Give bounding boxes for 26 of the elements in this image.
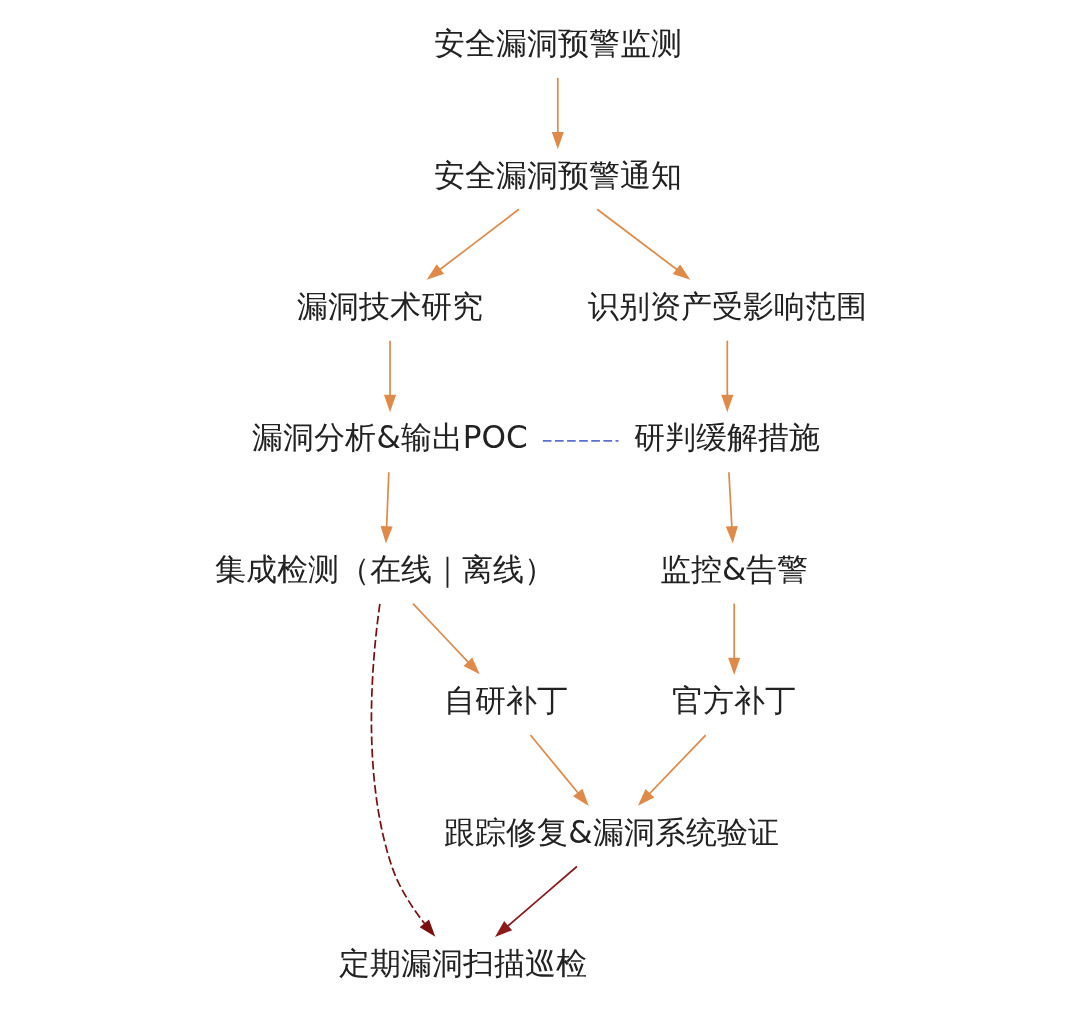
connector	[541, 439, 619, 442]
node-text: 定期漏洞扫描巡检	[338, 945, 587, 982]
node-text: 识别资产受影响范围	[587, 287, 867, 324]
node-text: 研判缓解措施	[633, 419, 820, 456]
node-text: 集成检测（在线｜离线）	[214, 550, 555, 587]
arrow	[551, 77, 564, 150]
node-text: 漏洞分析&输出POC	[251, 419, 528, 456]
arrow	[380, 471, 393, 544]
arrow	[720, 339, 733, 413]
arrow	[595, 208, 690, 280]
node-text: 安全漏洞预警监测	[433, 25, 682, 62]
arrow	[383, 339, 396, 413]
arrow	[637, 734, 707, 806]
arrow	[370, 603, 435, 937]
arrow	[725, 471, 738, 544]
node-text: 监控&告警	[659, 550, 808, 587]
arrow	[426, 208, 520, 280]
arrow	[411, 602, 480, 675]
arrow	[529, 734, 589, 806]
node-text: 官方补丁	[671, 682, 796, 719]
node-text: 自研补丁	[443, 682, 568, 719]
node-text: 安全漏洞预警通知	[433, 156, 682, 193]
arrow	[727, 602, 740, 676]
node-text: 漏洞技术研究	[296, 287, 483, 324]
node-text: 跟踪修复&漏洞系统验证	[443, 813, 779, 850]
arrow	[494, 865, 578, 937]
